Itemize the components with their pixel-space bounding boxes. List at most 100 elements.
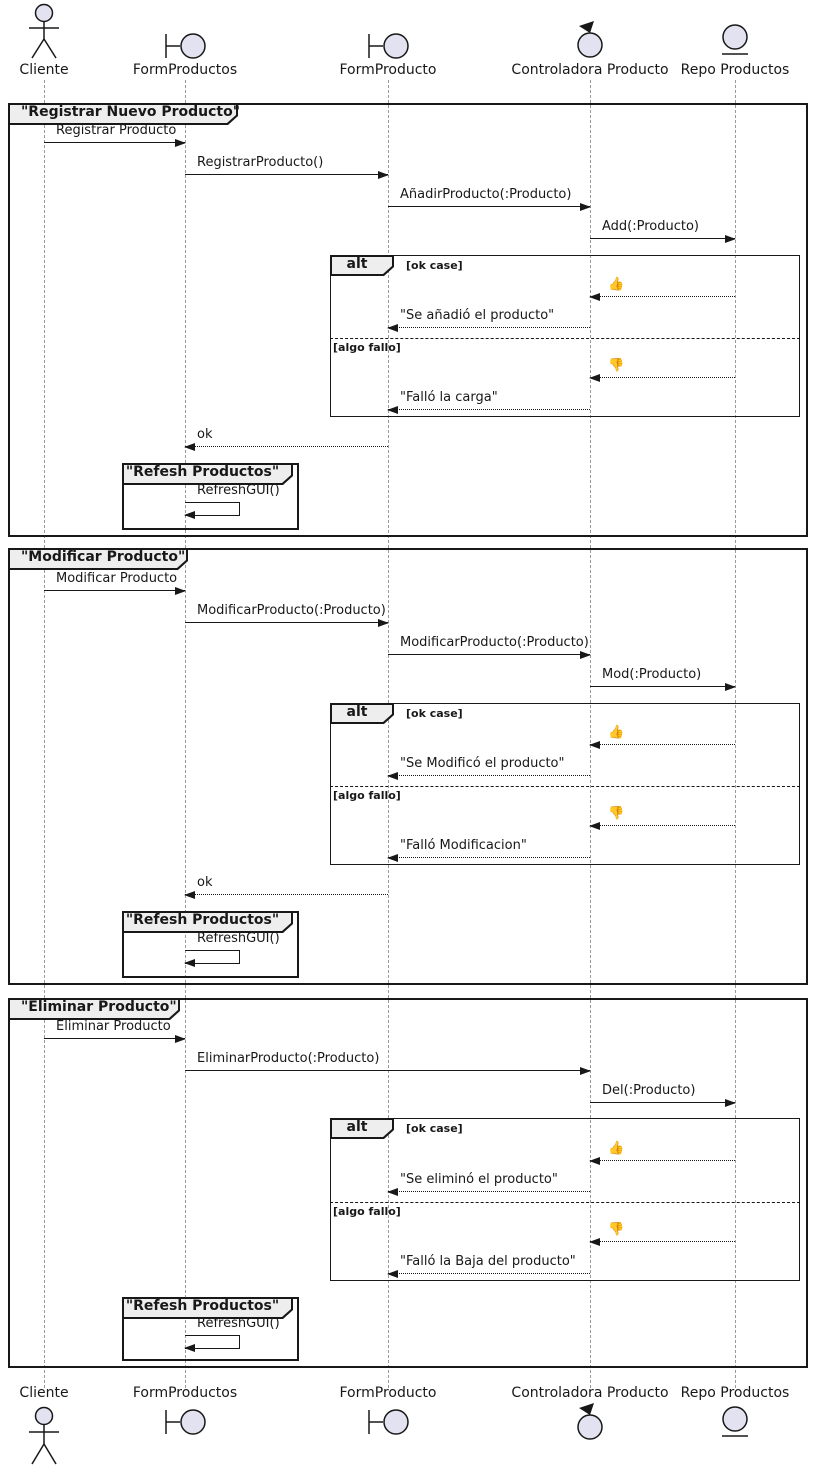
participant-label-cliente: Cliente	[19, 1385, 69, 1401]
tab-face	[10, 1000, 178, 1018]
msg-thumb-up-return: 👍	[589, 725, 735, 749]
alt-operator: alt	[346, 256, 368, 272]
msg-fallo-modificacion-return: "Falló Modificacion"	[387, 838, 590, 862]
frame-registrar	[8, 103, 808, 537]
frame-title-tab: "Registrar Nuevo Producto"	[8, 103, 241, 125]
arrowhead-icon	[387, 772, 398, 780]
boundary-icon	[165, 33, 206, 59]
arrowhead-icon	[184, 891, 195, 899]
arrowhead-icon	[378, 171, 389, 179]
msg-registrarproducto-call: RegistrarProducto()	[185, 155, 389, 179]
entity-icon	[722, 24, 748, 55]
thumb-down-icon: 👎	[608, 1222, 625, 1237]
tab-face	[10, 105, 236, 123]
msg-modificarproducto-call-1: ModificarProducto(:Producto)	[185, 603, 389, 627]
msg-registrar-producto: Registrar Producto	[44, 123, 186, 147]
group-title: "Refesh Productos"	[125, 912, 280, 928]
alt-fragment	[330, 255, 800, 417]
msg-eliminarproducto-call: EliminarProducto(:Producto)	[185, 1051, 591, 1075]
participant-label-formproducto: FormProducto	[339, 1385, 437, 1401]
arrowhead-icon	[387, 854, 398, 862]
participant-label-controladora-producto: Controladora Producto	[511, 1385, 669, 1401]
msg-thumb-down-return: 👎	[589, 358, 735, 382]
participant-label-formproductos: FormProductos	[132, 1385, 238, 1401]
lifeline-repo-productos	[735, 80, 736, 1388]
tab-face	[10, 550, 186, 568]
msg-ok-return: ok	[184, 875, 388, 899]
self-call-arrow	[185, 502, 240, 516]
participant-label-repo-productos: Repo Productos	[680, 1385, 790, 1401]
frame-modificar	[8, 548, 808, 985]
participant-label-repo-productos: Repo Productos	[680, 62, 790, 78]
boundary-icon	[368, 1409, 409, 1435]
thumb-up-icon: 👍	[608, 277, 625, 292]
msg-thumb-down-return: 👎	[589, 1222, 735, 1246]
self-call-arrow	[185, 950, 240, 964]
control-icon	[577, 21, 603, 58]
msg-thumb-down-return: 👎	[589, 806, 735, 830]
lifeline-controladora-producto	[590, 80, 591, 1388]
actor-icon	[29, 1406, 59, 1465]
alt-fragment	[330, 703, 800, 865]
msg-mod-call: Mod(:Producto)	[590, 667, 736, 691]
arrowhead-icon	[589, 741, 600, 749]
arrowhead-icon	[184, 959, 195, 967]
thumb-up-icon: 👍	[608, 725, 625, 740]
frame-title-tab: "Modificar Producto"	[8, 548, 188, 570]
msg-add-call: Add(:Producto)	[590, 219, 736, 243]
thumb-down-icon: 👎	[608, 358, 625, 373]
group-title-tab: "Refesh Productos"	[122, 463, 293, 485]
alt-fragment	[330, 1118, 800, 1281]
alt-divider	[330, 786, 800, 787]
arrowhead-icon	[580, 203, 591, 211]
group-title-tab: "Refesh Productos"	[122, 911, 293, 933]
arrowhead-icon	[175, 1035, 186, 1043]
arrowhead-icon	[725, 235, 736, 243]
arrowhead-icon	[589, 293, 600, 301]
guard-ok-label: [ok case]	[406, 259, 463, 272]
thumb-up-icon: 👍	[608, 1141, 625, 1156]
alt-divider	[330, 1202, 800, 1203]
participant-label-cliente: Cliente	[19, 62, 69, 78]
tab-face	[124, 1299, 291, 1317]
guard-ok-label: [ok case]	[406, 707, 463, 720]
msg-eliminar-producto: Eliminar Producto	[44, 1019, 186, 1043]
arrowhead-icon	[378, 619, 389, 627]
msg-fallo-carga-return: "Falló la carga"	[387, 390, 590, 414]
frame-title: "Modificar Producto"	[21, 549, 186, 565]
thumb-down-icon: 👎	[608, 806, 625, 821]
lifeline-cliente	[44, 80, 45, 1388]
arrowhead-icon	[725, 1099, 736, 1107]
tab-face	[332, 1120, 392, 1137]
tab-face	[124, 913, 291, 931]
control-icon	[577, 1403, 603, 1440]
msg-modificarproducto-call-2: ModificarProducto(:Producto)	[388, 635, 591, 659]
group-title: "Refesh Productos"	[125, 464, 280, 480]
arrowhead-icon	[184, 511, 195, 519]
arrowhead-icon	[175, 587, 186, 595]
msg-se-elimino-return: "Se eliminó el producto"	[387, 1172, 590, 1196]
frame-title: "Registrar Nuevo Producto"	[21, 104, 241, 120]
msg-thumb-up-return: 👍	[589, 1141, 735, 1165]
msg-thumb-up-return: 👍	[589, 277, 735, 301]
entity-icon	[722, 1406, 748, 1437]
arrowhead-icon	[387, 324, 398, 332]
msg-se-anadio-return: "Se añadió el producto"	[387, 308, 590, 332]
guard-fail-label: [algo fallo]	[333, 1205, 401, 1218]
arrowhead-icon	[387, 1270, 398, 1278]
arrowhead-icon	[589, 1157, 600, 1165]
tab-face	[124, 465, 291, 483]
alt-divider	[330, 338, 800, 339]
msg-del-call: Del(:Producto)	[590, 1083, 736, 1107]
alt-operator: alt	[346, 704, 368, 720]
lifeline-formproductos	[185, 80, 186, 1388]
lifeline-formproducto	[388, 80, 389, 1388]
boundary-icon	[165, 1409, 206, 1435]
participant-label-formproductos: FormProductos	[132, 62, 238, 78]
frame-eliminar	[8, 998, 808, 1368]
alt-operator-tab: alt	[330, 255, 394, 276]
participant-label-formproducto: FormProducto	[339, 62, 437, 78]
msg-ok-return: ok	[184, 427, 388, 451]
msg-anadirproducto-call: AñadirProducto(:Producto)	[388, 187, 591, 211]
